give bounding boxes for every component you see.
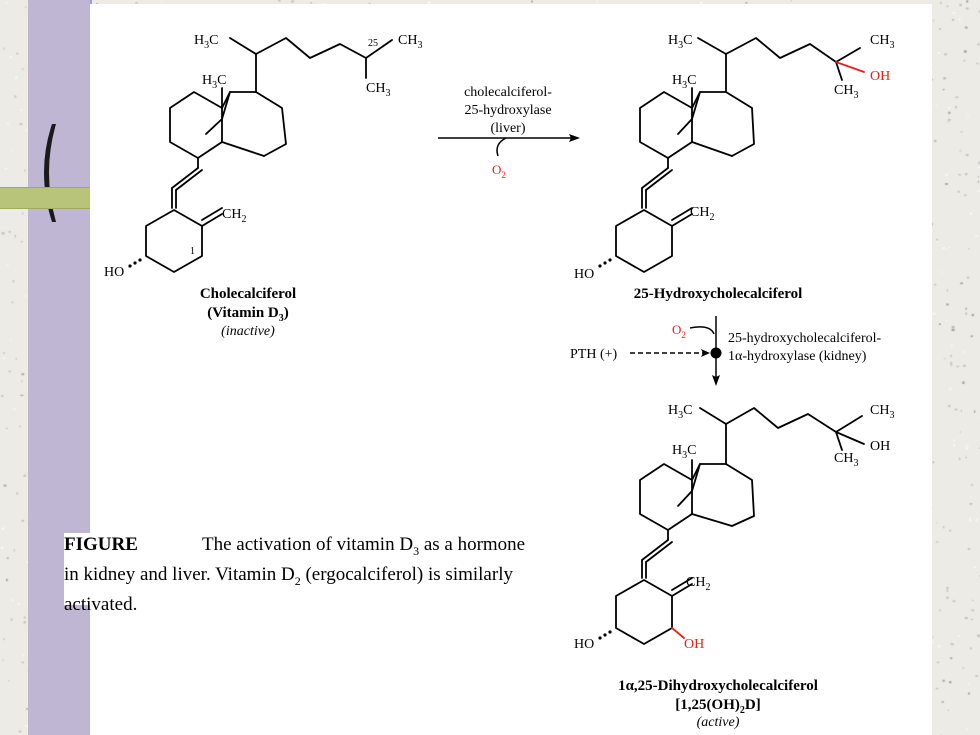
vitamin-d-activation-diagram: H3C 25 CH3 CH3 H3C CH2 1 HO Cholecalcife… — [104, 33, 894, 730]
caption-text-2a: in kidney and liver. Vitamin D — [64, 563, 295, 585]
calcitriol-structure — [615, 407, 865, 645]
step2-arrowhead — [712, 375, 720, 386]
vitamin-d3-alias: (Vitamin D3) — [207, 305, 289, 324]
c1-h3c-label: H3C — [194, 33, 218, 51]
caption-text-1a: The activation of vitamin D — [202, 534, 414, 555]
c3-h3c-label: H3C — [668, 403, 692, 421]
c3-h3c-ring-label: H3C — [672, 443, 696, 461]
c2-ch3-bottom-label: CH3 — [834, 83, 858, 101]
caption-sub-1: 3 — [413, 543, 420, 558]
caption-sub-2: 2 — [294, 573, 301, 588]
hydroxycholecalciferol-ho-wedge — [598, 258, 612, 268]
c2-h3c-ring-label: H3C — [672, 73, 696, 91]
figure-panel: H3C 25 CH3 CH3 H3C CH2 1 HO Cholecalcife… — [90, 4, 932, 735]
caption-text-2b: (ergocalciferol) is similarly — [300, 563, 513, 585]
c3-ch2-label: CH2 — [686, 575, 710, 593]
c3-ch3-bottom-label: CH3 — [834, 451, 858, 469]
c2-h3c-label: H3C — [668, 33, 692, 51]
step1-enzyme-line1: cholecalciferol- — [464, 85, 552, 100]
step2-enzyme-line2: 1α-hydroxylase (kidney) — [728, 349, 867, 364]
c1-carbon-1-label: 1 — [190, 246, 195, 257]
calcitriol-ho-wedge — [598, 630, 612, 640]
c3-oh-label: OH — [870, 439, 890, 454]
c2-ch3-top-label: CH3 — [870, 33, 894, 51]
c3-1-alpha-oh-label: OH — [684, 637, 704, 652]
c1-ch2-label: CH2 — [222, 207, 246, 225]
c3-ch3-top-label: CH3 — [870, 403, 894, 421]
caption-text-1b: as a hormone — [419, 534, 526, 555]
step2-o2-label: O2 — [672, 322, 686, 340]
caption-line-3: activated. — [64, 593, 138, 615]
green-accent-band — [0, 187, 90, 209]
cholecalciferol-name: Cholecalciferol — [200, 286, 296, 302]
pth-regulator-label: PTH (+) — [570, 347, 618, 362]
figure-caption: FIGURE The activation of vitamin D3 as a … — [64, 533, 539, 615]
pth-arrowhead — [701, 349, 710, 357]
step1-enzyme-line3: (liver) — [491, 121, 526, 136]
c1-ch3-top-label: CH3 — [398, 33, 422, 51]
c2-ho-label: HO — [574, 267, 594, 282]
step1-reaction-arrow — [438, 137, 576, 157]
calcitriol-alias: [1,25(OH)2D] — [675, 697, 760, 716]
cholecalciferol-ho-wedge — [128, 258, 142, 268]
c3-ho-label: HO — [574, 637, 594, 652]
hydroxycholecalciferol-structure — [615, 37, 865, 273]
sidebar-strip — [28, 0, 92, 735]
caption-line-1: FIGURE The activation of vitamin D3 as a … — [64, 533, 539, 563]
c1-h3c-ring-label: H3C — [202, 73, 226, 91]
c1-ho-label: HO — [104, 265, 124, 280]
calcitriol-name: 1α,25-Dihydroxycholecalciferol — [618, 678, 818, 694]
hydroxycholecalciferol-name: 25-Hydroxycholecalciferol — [634, 286, 803, 302]
step1-enzyme-line2: 25-hydroxylase — [464, 103, 551, 118]
caption-title: FIGURE — [64, 534, 138, 555]
inactive-status-label: (inactive) — [221, 324, 275, 339]
c2-ch2-label: CH2 — [690, 205, 714, 223]
active-status-label: (active) — [697, 715, 740, 730]
caption-line-2: in kidney and liver. Vitamin D2 (ergocal… — [64, 563, 539, 593]
step2-enzyme-line1: 25-hydroxycholecalciferol- — [728, 331, 881, 346]
enzyme-node-dot — [710, 347, 722, 359]
cholecalciferol-structure — [145, 37, 393, 273]
c1-carbon-25-label: 25 — [368, 38, 378, 49]
step1-o2-label: O2 — [492, 162, 506, 180]
step1-arrowhead — [569, 134, 580, 142]
c2-oh-label: OH — [870, 69, 890, 84]
c1-ch3-bottom-label: CH3 — [366, 81, 390, 99]
